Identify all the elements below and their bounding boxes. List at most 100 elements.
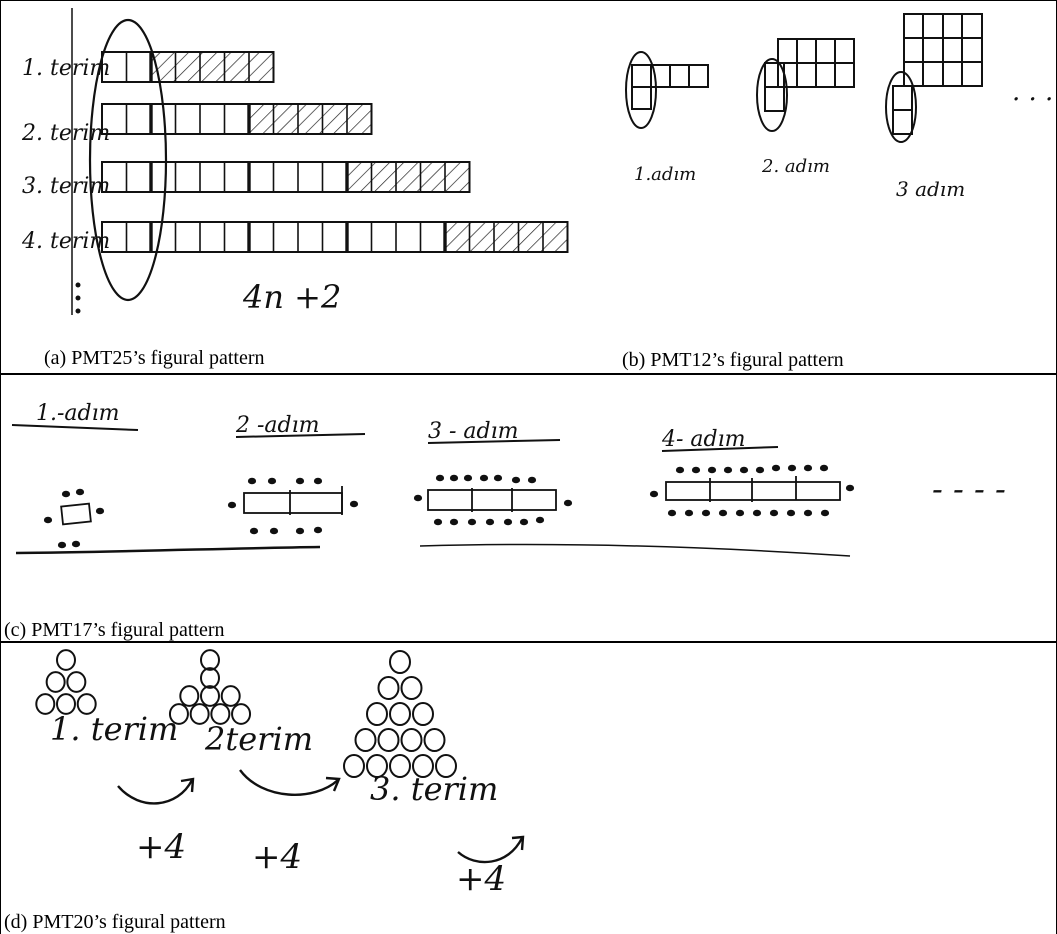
panel-c-dot [267,477,277,485]
panel-d-circle [200,685,220,707]
panel-b-step-1 [625,51,709,129]
panel-c-dot [755,466,765,474]
panel-c-dot [701,509,711,517]
panel-c-step-label-1: 1.-adım [36,401,120,426]
panel-d-circle [231,703,252,725]
panel-d-drawing: 1. terim 2terim 3. terim +4 +4 +4 [35,649,525,899]
panel-c-dot [707,466,717,474]
panel-c-dot [819,464,829,472]
panel-c-dot [787,464,797,472]
panel-a-formula: 4n +2 [242,278,341,316]
panel-c-dot [227,501,237,509]
panel-a-term-label-1: 1. terim [22,56,110,81]
panel-d-circle [400,728,423,752]
panel-c-drawing: 1.-adım 2 -adım 3 - adım 4- adım [11,401,1006,557]
panel-d-term-label-2: 2terim [204,720,313,758]
panel-a-term-label-2: 2. terim [21,121,110,146]
panel-d-circle [389,702,411,726]
panel-d-circle [389,650,411,674]
panel-c-dot [479,474,489,482]
panel-d-circle [366,754,388,778]
panel-d-circle [389,754,411,778]
panel-c-dot [527,476,537,484]
panel-c-dot [71,540,81,548]
panel-c-dot [786,509,796,517]
caption-d: (d) PMT20’s figural pattern [4,911,226,933]
caption-b: (b) PMT12’s figural pattern [622,349,844,371]
panel-a-hatched-block [346,161,471,193]
panel-c-dot [313,526,323,534]
panel-a-grouping-ellipse [88,18,168,302]
panel-d-increment-1: +4 [136,827,186,867]
panel-c-dot [503,518,513,526]
panel-c-dot [845,484,855,492]
row-divider-2 [0,641,1057,643]
panel-d-circle [210,703,231,725]
panel-c-step-label-3: 3 - adım [428,419,519,444]
panel-c-dot [269,527,279,535]
panel-c-dot [467,518,477,526]
panel-b-step-label-2: 2. adım [761,156,830,177]
panel-d-circle [35,693,56,715]
panel-c-dot [463,474,473,482]
panel-d-circle [200,649,220,671]
panel-a-hatched-block [444,221,569,253]
table-left-border [0,0,1,934]
panel-c-dot [803,509,813,517]
caption-c: (c) PMT17’s figural pattern [4,619,225,641]
panel-d-circle [56,693,76,715]
panel-c-dot [820,509,830,517]
panel-c-dot [433,518,443,526]
panel-c-dot [769,509,779,517]
panel-d-circle [366,702,388,726]
panel-c-dot [413,494,423,502]
panel-c-dot [563,499,573,507]
panel-d-circle [412,702,434,726]
panel-c-dot [718,509,728,517]
panel-c-dot [535,516,545,524]
panel-c-dot [349,500,359,508]
panel-c-dot [684,509,694,517]
panel-d-increment-2: +4 [252,837,302,877]
panel-c-dot [667,509,677,517]
panel-c-dot [435,474,445,482]
panel-d-circle [56,649,76,671]
panel-b-step-2 [756,38,855,132]
panel-c-dot [43,516,53,524]
panel-c-dot [75,488,85,496]
panel-c-dot [61,490,71,498]
table-top-border [0,0,1057,1]
panel-d-term-label-3: 3. terim [370,770,498,808]
panel-d-circle [220,685,241,707]
panel-b-step-label-3: 3 adım [896,177,965,201]
panel-d-increment-3: +4 [456,859,506,899]
panel-c-ellipsis: - - - - [932,470,1006,508]
panel-d-circle [412,754,434,778]
panel-c-dot [519,518,529,526]
panel-d-circle [76,693,97,715]
panel-c-dot [449,474,459,482]
panel-c-dot [752,509,762,517]
panel-a-hatched-block [150,51,275,83]
panel-c-dot [493,474,503,482]
panel-d-circle [343,754,365,778]
panel-c-dot [313,477,323,485]
caption-a: (a) PMT25’s figural pattern [44,347,265,369]
panel-d-circle [400,676,423,700]
panel-c-dot [295,477,305,485]
panel-d-circle [423,728,446,752]
panel-d-circle [377,728,400,752]
panel-b-ellipsis: . . . [1012,77,1053,107]
panel-c-dot [247,477,257,485]
panel-c-dot [675,466,685,474]
panel-c-dot [739,466,749,474]
panel-c-dot [691,466,701,474]
panel-c-dot [485,518,495,526]
panel-d-circle [200,667,220,689]
panel-c-dot [511,476,521,484]
panel-c-dot [57,541,67,549]
panel-d-circle [354,728,377,752]
panel-c-dot [295,527,305,535]
panel-d-circle [377,676,400,700]
